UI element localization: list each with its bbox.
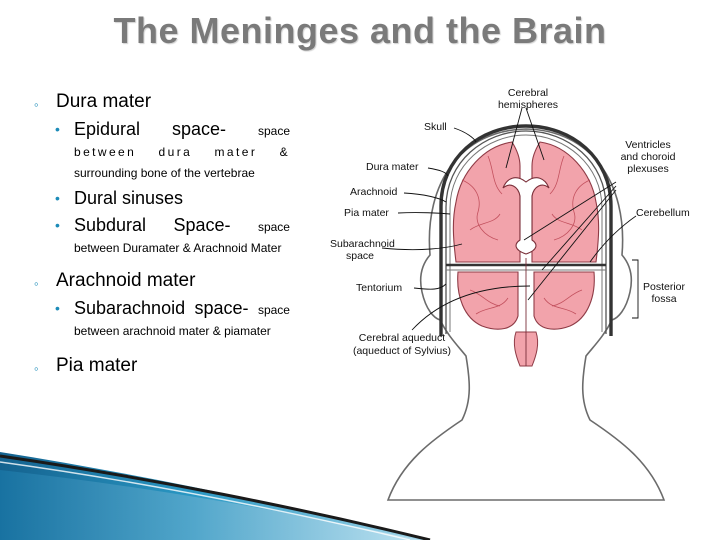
label-subarachnoid: Subarachnoid bbox=[330, 238, 395, 250]
bullet-dot-icon: • bbox=[55, 121, 60, 137]
brain-vessels bbox=[461, 155, 591, 241]
ventricles bbox=[502, 177, 550, 255]
label-pia-mater: Pia mater bbox=[344, 207, 389, 219]
label-cerebral: Cerebral bbox=[508, 87, 548, 99]
bullet-ring-icon: ◦ bbox=[34, 276, 39, 291]
left-cerebral-hemisphere bbox=[452, 141, 521, 263]
label-tentorium: Tentorium bbox=[356, 282, 402, 294]
meninges-diagram: Cerebral hemispheres Skull Dura mater Ar… bbox=[330, 87, 690, 501]
decorative-swoosh bbox=[0, 452, 431, 540]
label-hemispheres: hemispheres bbox=[498, 99, 558, 111]
dura-layer bbox=[445, 130, 607, 334]
skull-layer bbox=[439, 124, 613, 336]
bullet-dot-icon: • bbox=[55, 190, 60, 206]
label-posterior: Posterior bbox=[643, 281, 686, 293]
arachnoid-layer bbox=[449, 134, 603, 332]
slide-title: The Meninges and the Brain bbox=[113, 10, 607, 51]
subbullet-subdural-space: • Subdural Space- space between Duramate… bbox=[55, 215, 290, 255]
bullet-ring-icon: ◦ bbox=[34, 97, 39, 112]
label-plexuses: plexuses bbox=[627, 163, 668, 175]
label-cerebral-aqueduct: Cerebral aqueduct bbox=[359, 332, 445, 344]
bullet-dot-icon: • bbox=[55, 217, 60, 233]
label-aqueduct-of-sylvius: (aqueduct of Sylvius) bbox=[353, 345, 451, 357]
label-dura-mater: Dura mater bbox=[366, 161, 419, 173]
label-fossa: fossa bbox=[651, 293, 676, 305]
bullet-list: ◦ Dura mater • Epidural space- space bet… bbox=[34, 90, 290, 377]
bullet-arachnoid-mater: ◦ Arachnoid mater bbox=[34, 269, 290, 292]
label-arachnoid: Arachnoid bbox=[350, 186, 397, 198]
label-skull: Skull bbox=[424, 121, 447, 133]
label-ventricles: Ventricles bbox=[625, 139, 671, 151]
subbullet-epidural-space: • Epidural space- space between dura mat… bbox=[55, 119, 290, 180]
bullet-pia-mater: ◦ Pia mater bbox=[34, 354, 290, 377]
bullet-dura-mater: ◦ Dura mater bbox=[34, 90, 290, 113]
label-and-choroid: and choroid bbox=[621, 151, 676, 163]
bullet-ring-icon: ◦ bbox=[34, 361, 39, 376]
subbullet-subarachnoid-space: • Subarachnoid space- space between arac… bbox=[55, 298, 290, 338]
subbullet-dural-sinuses: • Dural sinuses bbox=[55, 188, 184, 208]
label-space: space bbox=[346, 250, 374, 262]
label-cerebellum: Cerebellum bbox=[636, 207, 690, 219]
bullet-dot-icon: • bbox=[55, 300, 60, 316]
pointer-lines bbox=[381, 107, 639, 331]
